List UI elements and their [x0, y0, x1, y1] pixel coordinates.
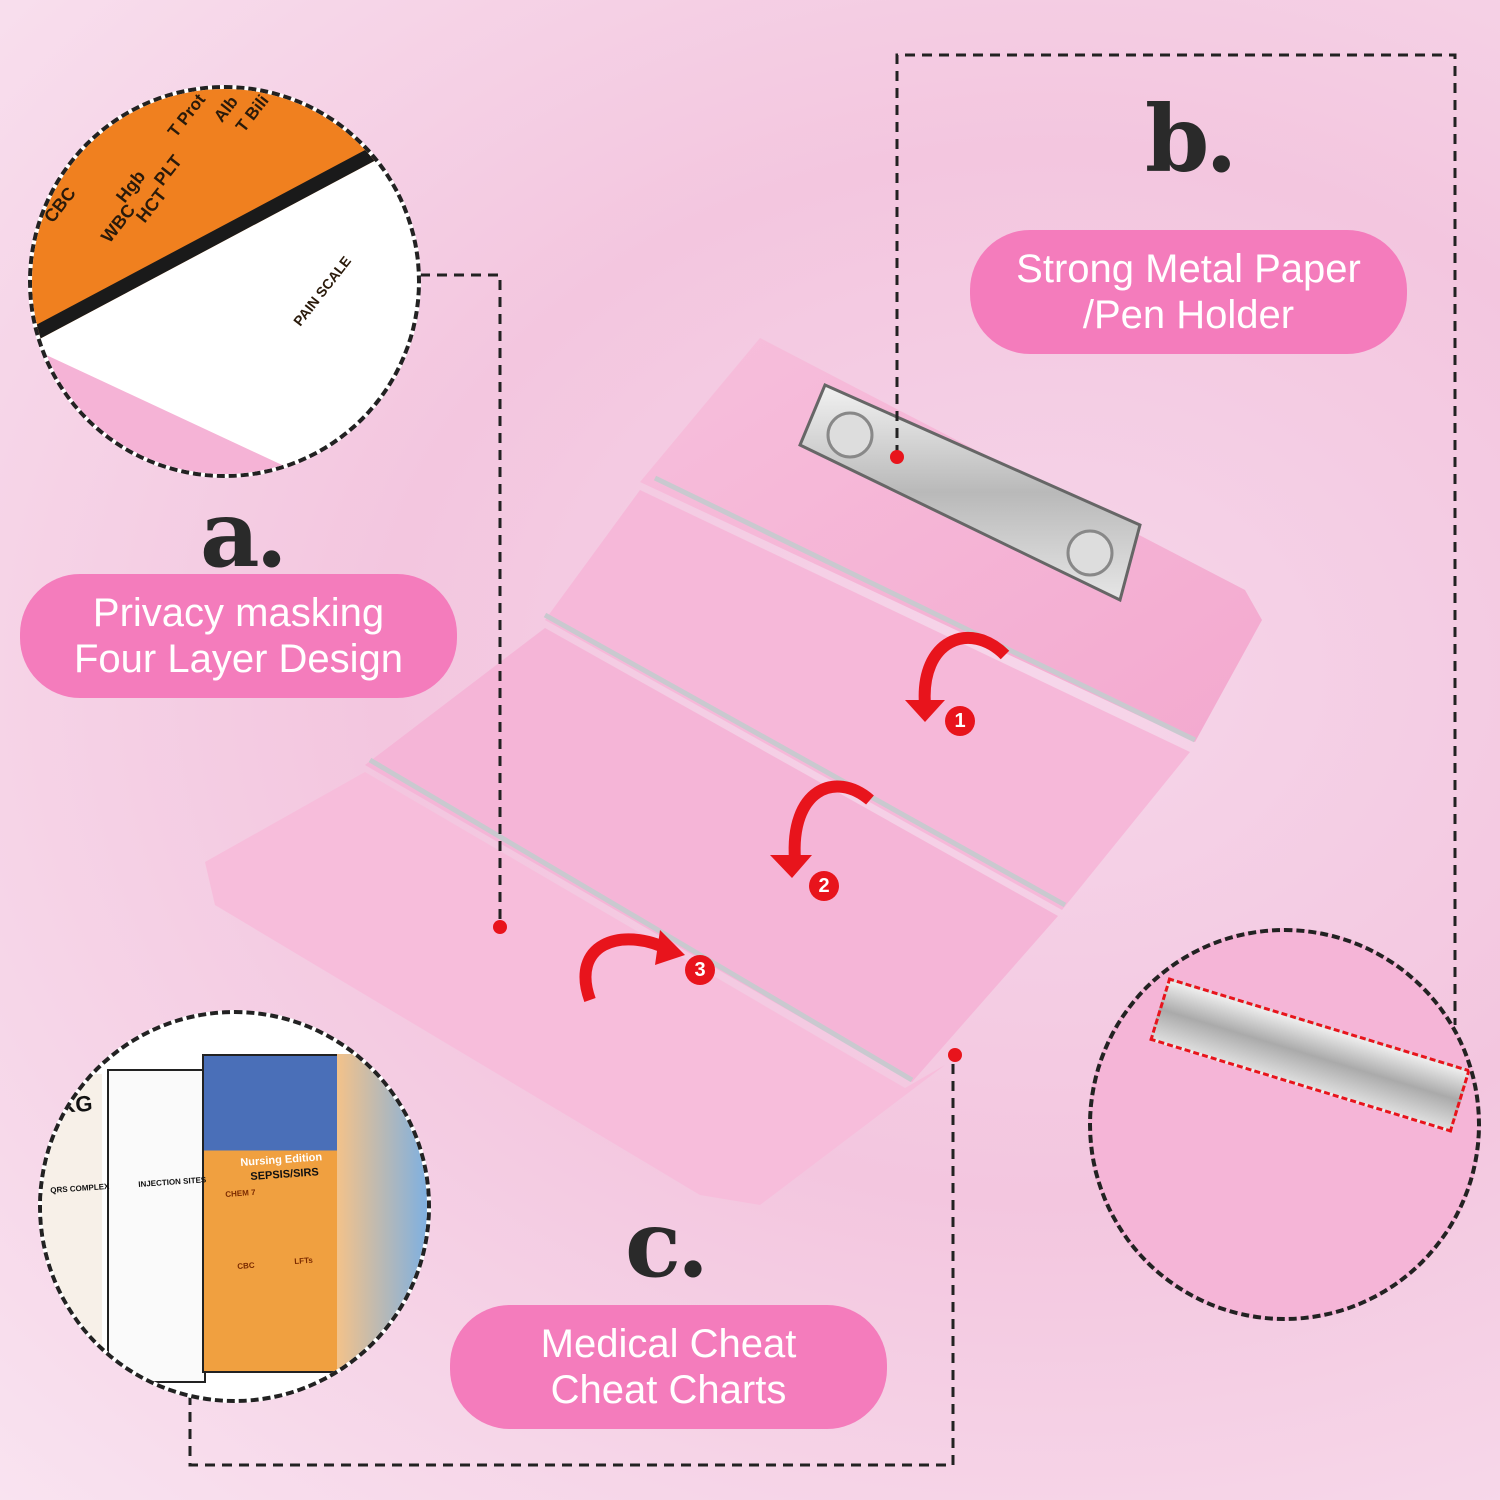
feature-label-c: Medical Cheat Cheat Charts	[450, 1305, 887, 1429]
cheat-chart-image	[32, 89, 403, 343]
detail-circle-privacy-mask: CBC WBC Hgb HCT PLT T Prot Alb T Bili PA…	[28, 85, 421, 478]
chart-panel-tables	[337, 1054, 427, 1384]
feature-a-line1: Privacy masking	[92, 591, 385, 635]
feature-c-line1: Medical Cheat	[540, 1322, 797, 1366]
detail-circle-cheat-charts: EKG QRS COMPLEX INJECTION SITES Nursing …	[38, 1010, 431, 1403]
chart-panel-ekg	[42, 1074, 102, 1394]
step-badge-2: 2	[809, 871, 839, 901]
feature-letter-b: b.	[1145, 85, 1237, 193]
feature-label-b: Strong Metal Paper /Pen Holder	[970, 230, 1407, 354]
panel-3	[365, 628, 1058, 1082]
clip-closeup	[1149, 977, 1471, 1133]
chart-label-pain-scale: PAIN SCALE	[290, 253, 355, 329]
hinge-rods	[368, 475, 1197, 1083]
feature-b-line1: Strong Metal Paper	[1016, 247, 1361, 291]
feature-label-a: Privacy masking Four Layer Design	[20, 574, 457, 698]
chart-label-ekg: EKG	[44, 1090, 94, 1119]
fold-arrows	[579, 632, 1010, 1003]
detail-circle-metal-clip	[1088, 928, 1481, 1321]
chart-label-lfts: LFTs	[294, 1255, 314, 1266]
feature-letter-a: a.	[200, 480, 288, 588]
panel-1	[640, 338, 1262, 742]
chart-panel-injection	[107, 1069, 206, 1383]
step-badge-3: 3	[685, 955, 715, 985]
panel-4	[205, 772, 945, 1205]
feature-letter-c: c.	[625, 1190, 709, 1298]
connector-lines	[188, 53, 1457, 1467]
chart-panel-nursing	[202, 1054, 341, 1373]
feature-c-line2: Cheat Charts	[550, 1368, 787, 1412]
feature-b-line2: /Pen Holder	[1082, 293, 1295, 337]
board-panels	[205, 338, 1262, 1205]
feature-a-line2: Four Layer Design	[73, 637, 404, 681]
chart-label-cbc: CBC	[237, 1260, 255, 1271]
step-badge-1: 1	[945, 706, 975, 736]
metal-clip	[798, 383, 1142, 603]
panel-2	[545, 490, 1190, 910]
